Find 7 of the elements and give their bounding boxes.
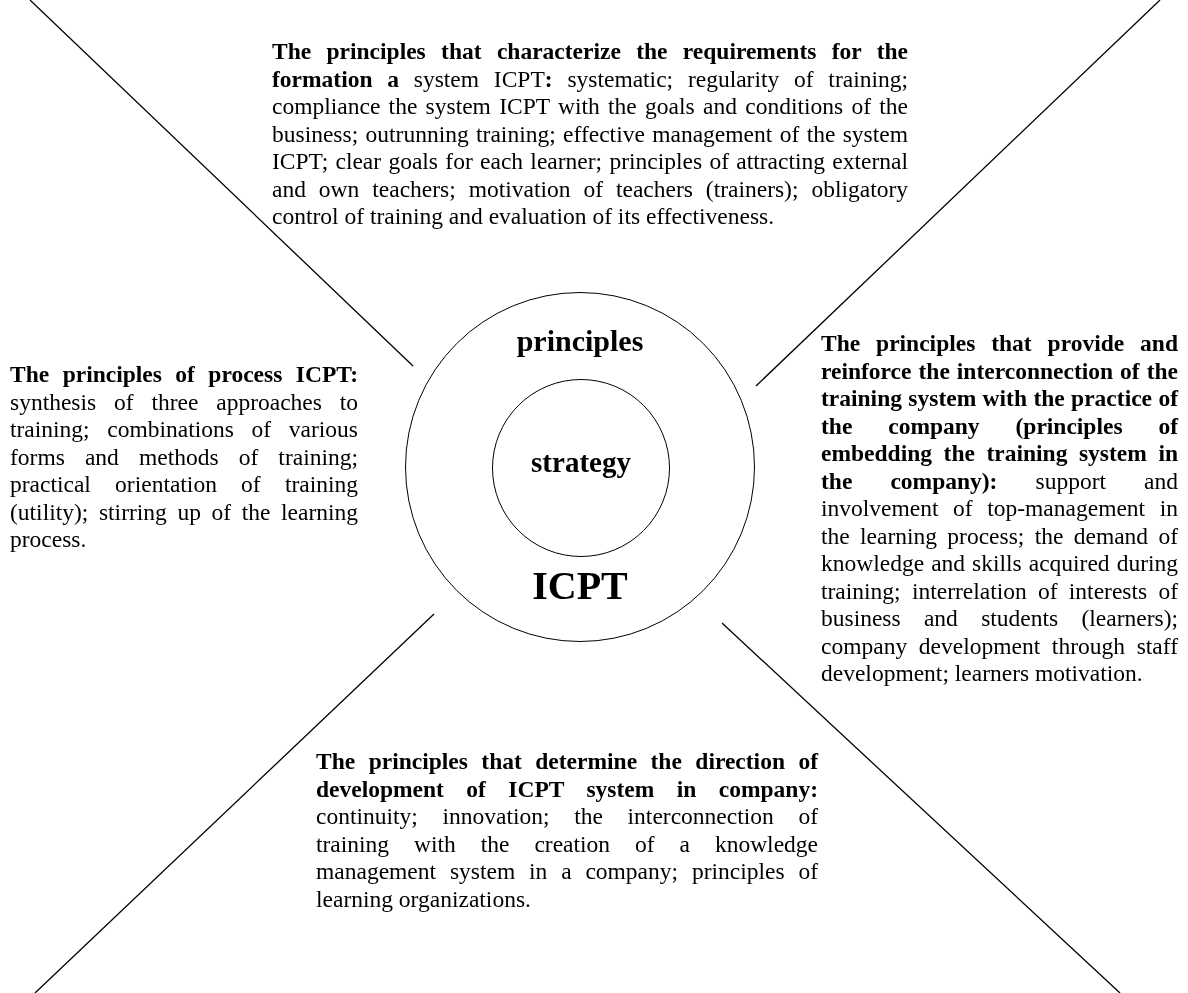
circle-label: principles <box>515 324 645 359</box>
principle-paragraph: The principles that determine the direction of development of ICPT system in company: continuity; innovation; the interconnection of training with the creation of a knowledge management system in a company; principles of learning organizations. <box>316 748 818 913</box>
principle-paragraph: The principles that characterize the requirements for the formation a system ICPT: systematic; regularity of training; compliance the system ICPT with the goals and conditions of the business; outrunning training; effective management of the system ICPT; clear goals for each learner; principles of attracting external and own teachers; motivation of teachers (trainers); obligatory control of training and evaluation of its effectiveness. <box>272 38 908 231</box>
principle-paragraph: The principles of process ICPT: synthesis of three approaches to training; combinations of various forms and methods of training; practical orientation of training (utility); stirring up of the learning process. <box>10 361 358 554</box>
circle-label: ICPT <box>531 563 629 609</box>
principle-paragraph: The principles that provide and reinforce the interconnection of the training system with the practice of the company (principles of embedding the training system in the company): support and involvement of top-management in the learning process; the demand of knowledge and skills acquired during training; interrelation of interests of business and students (learners); company development through staff development; learners motivation. <box>821 330 1178 688</box>
circle-label: strategy <box>530 446 632 480</box>
